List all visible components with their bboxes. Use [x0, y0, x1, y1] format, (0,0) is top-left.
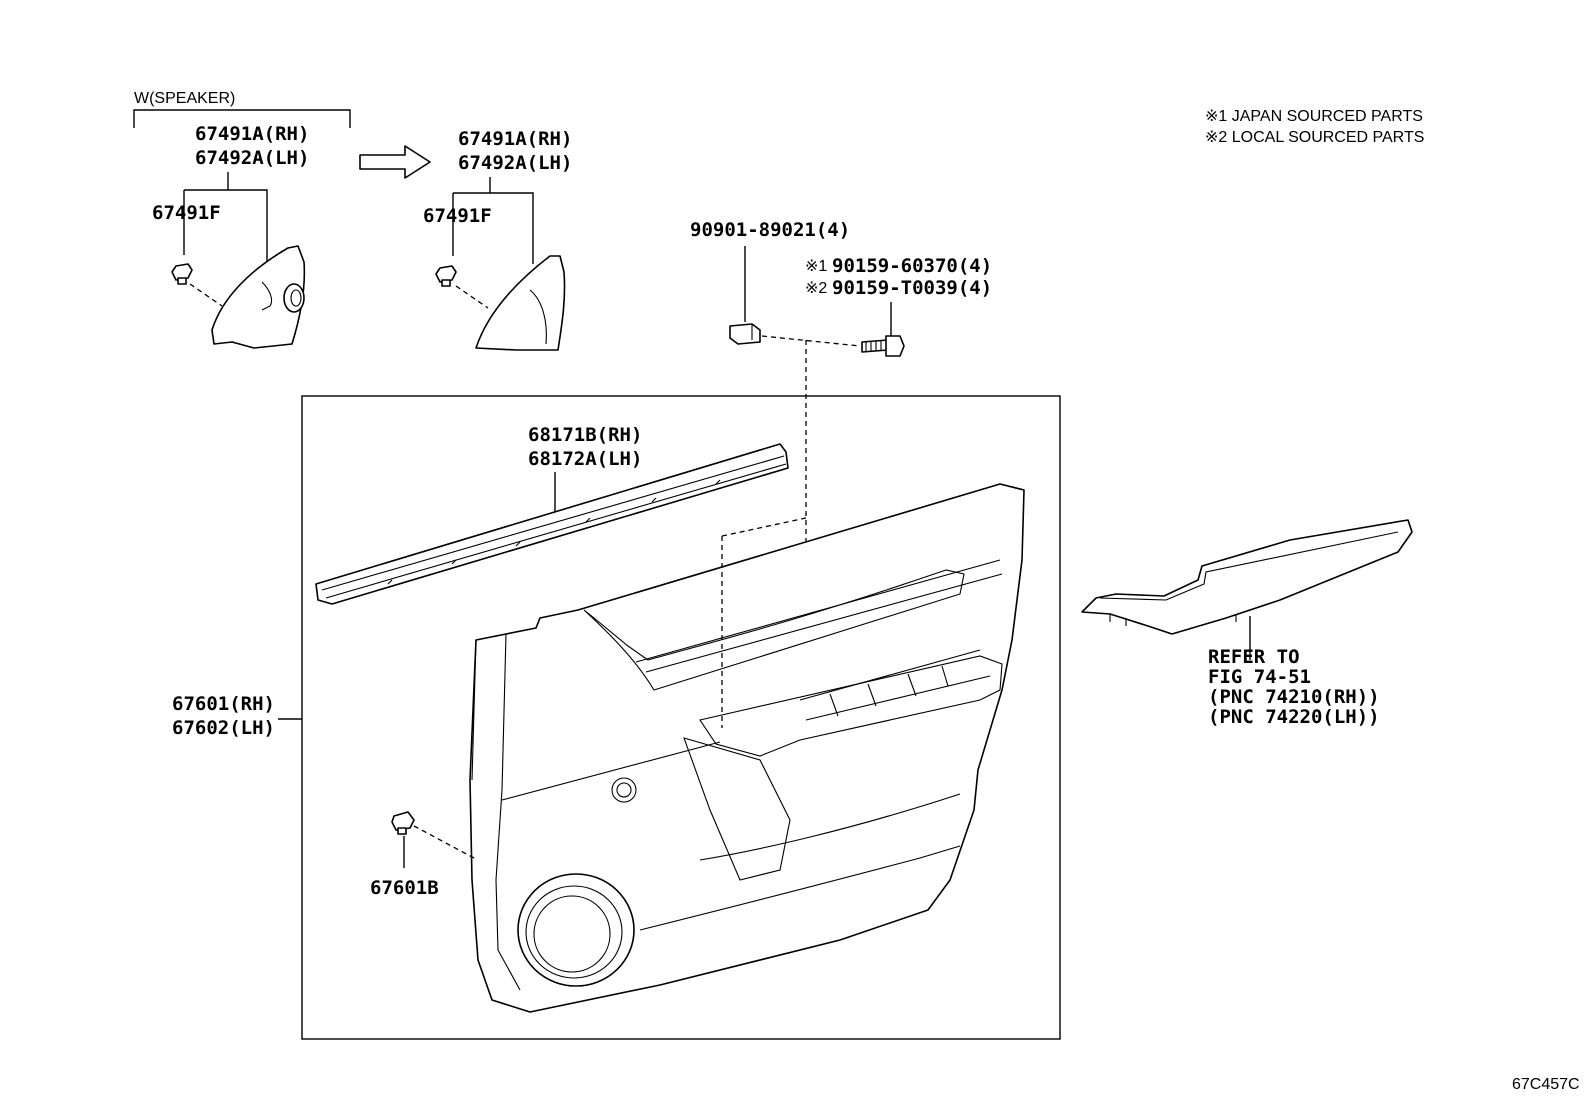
door-trim-panel — [469, 483, 1025, 1013]
supersession-arrow-icon — [359, 145, 431, 179]
leader-tweeter-a — [183, 172, 268, 268]
panel-clip-dashed-line — [413, 825, 475, 859]
clip-b-icon — [435, 265, 457, 287]
refer-line-2: FIG 74-51 — [1208, 666, 1311, 688]
figure-code: 67C457C — [1512, 1076, 1580, 1093]
refer-line-1: REFER TO — [1208, 646, 1300, 668]
label-tweeter-lh-b: 67492A(LH) — [458, 152, 572, 174]
clip-b-dashed-line — [455, 285, 489, 309]
label-screw-2: 90159-T0039(4) — [832, 277, 992, 299]
label-panel-rh: 67601(RH) — [172, 693, 275, 715]
label-clip-a: 67491F — [152, 202, 221, 224]
group-bracket — [133, 109, 351, 128]
panel-clip-icon — [391, 811, 415, 835]
door-weatherstrip — [315, 443, 789, 605]
nut-icon — [729, 323, 761, 345]
mark-screw-2: ※2 — [805, 280, 827, 297]
refer-line-4: (PNC 74220(LH)) — [1208, 706, 1380, 728]
tweeter-cover-b — [475, 255, 566, 351]
label-nut: 90901-89021(4) — [690, 219, 850, 241]
screw-icon — [861, 335, 905, 357]
label-screw-1: 90159-60370(4) — [832, 255, 992, 277]
panel-dashed-guide — [721, 517, 807, 728]
label-tweeter-lh-a: 67492A(LH) — [195, 147, 309, 169]
clip-a-icon — [171, 263, 193, 285]
label-panel-lh: 67602(LH) — [172, 717, 275, 739]
label-tweeter-rh-a: 67491A(RH) — [195, 123, 309, 145]
leader-tweeter-b — [452, 177, 534, 264]
label-clip-b: 67491F — [423, 205, 492, 227]
note-japan-sourced: ※1 JAPAN SOURCED PARTS — [1205, 108, 1423, 125]
note-local-sourced: ※2 LOCAL SOURCED PARTS — [1205, 129, 1424, 146]
refer-line-3: (PNC 74210(RH)) — [1208, 686, 1380, 708]
label-weatherstrip-lh: 68172A(LH) — [528, 448, 642, 470]
label-tweeter-rh-b: 67491A(RH) — [458, 128, 572, 150]
label-panel-clip: 67601B — [370, 877, 439, 899]
door-panel-assembly-frame — [301, 395, 1061, 1040]
tweeter-cover-a — [211, 245, 306, 349]
clip-a-dashed-line — [189, 283, 223, 307]
armrest — [1081, 519, 1413, 635]
mark-screw-1: ※1 — [805, 258, 827, 275]
group-label-speaker: W(SPEAKER) — [134, 90, 235, 107]
label-weatherstrip-rh: 68171B(RH) — [528, 424, 642, 446]
